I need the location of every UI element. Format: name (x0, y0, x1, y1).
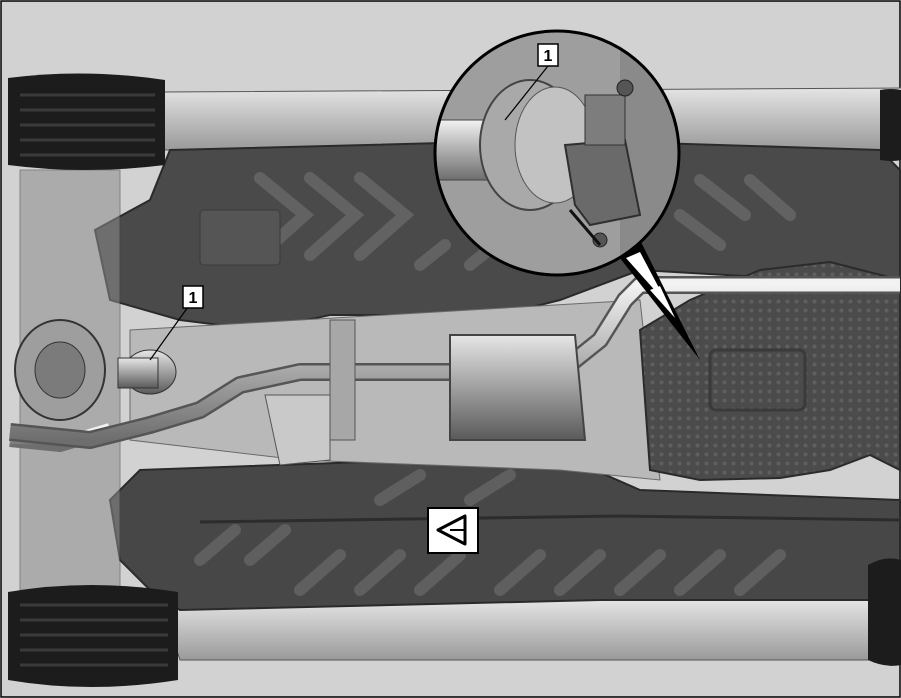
shaft-coupling (117, 357, 159, 389)
callout-1-box (182, 285, 204, 309)
front-left-wheel (8, 73, 165, 170)
front-axle-assembly (9, 169, 121, 591)
detail-inset (433, 29, 681, 277)
detail-callout-1-box (537, 43, 559, 67)
front-right-wheel (8, 585, 178, 687)
detail-callout-1-leader (504, 65, 549, 121)
rear-cover-recess (708, 348, 807, 412)
top-panel-boss (199, 209, 281, 266)
rear-right-wheel (868, 558, 901, 666)
rear-left-wheel (880, 89, 901, 161)
callout-1-label: 1 (189, 290, 198, 307)
callout-1-leader (149, 299, 194, 361)
detail-callout-1-label: 1 (544, 48, 553, 65)
center-muffler (449, 334, 587, 441)
bottom-panel-ribs (194, 469, 786, 596)
bottom-panel-seam (199, 514, 901, 524)
cross-brace (329, 319, 356, 441)
bottom-sill (159, 599, 901, 661)
detail-pointer (612, 240, 700, 360)
catalytic-converter (264, 394, 331, 466)
exhaust-pipe (9, 278, 900, 447)
rear-underbody-cover (638, 260, 901, 482)
vehicle-front-direction-symbol (427, 507, 479, 554)
